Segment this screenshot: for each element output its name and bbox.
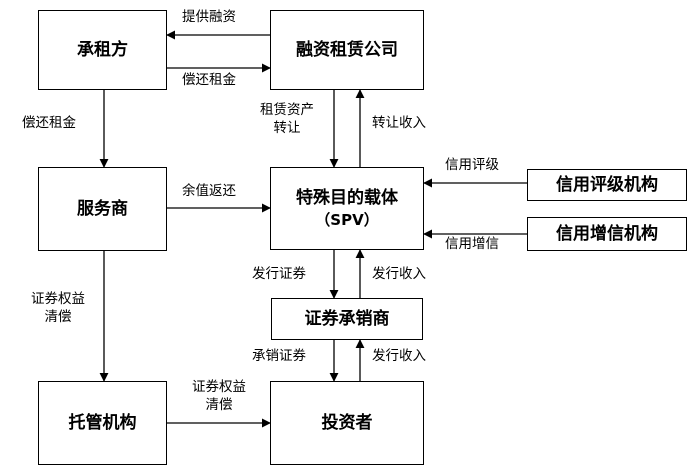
label-repay-rent-left: 偿还租金	[22, 115, 76, 131]
label-credit-rating: 信用评级	[445, 157, 499, 173]
box-servicer: 服务商	[38, 167, 167, 251]
box-rating-agency: 信用评级机构	[527, 169, 687, 201]
servicer-label: 服务商	[77, 198, 128, 219]
spv-label: 特殊目的载体	[296, 187, 398, 208]
box-leasing-company: 融资租赁公司	[270, 10, 424, 90]
box-investor: 投资者	[270, 381, 424, 465]
label-provide-financing: 提供融资	[182, 9, 236, 25]
spv-sub-label: （SPV）	[315, 210, 379, 229]
label-issue-income-lower: 发行收入	[372, 348, 426, 364]
label-securities-settle-bottom: 证券权益 清偿	[181, 379, 257, 414]
label-asset-transfer: 租赁资产 转让	[251, 102, 323, 137]
credit-enhancer-label: 信用增信机构	[556, 223, 658, 244]
leasing-company-label: 融资租赁公司	[296, 39, 398, 60]
box-spv: 特殊目的载体 （SPV）	[270, 167, 424, 250]
label-residual-return: 余值返还	[182, 183, 236, 199]
label-securities-settle-bottom-line1: 证券权益	[192, 379, 246, 395]
label-securities-settle-left-line1: 证券权益	[31, 291, 85, 307]
label-asset-transfer-line1: 租赁资产	[260, 102, 314, 118]
box-custodian: 托管机构	[38, 381, 167, 465]
lessee-label: 承租方	[77, 39, 128, 60]
box-credit-enhancer: 信用增信机构	[527, 217, 687, 251]
label-repay-rent-top: 偿还租金	[182, 72, 236, 88]
custodian-label: 托管机构	[68, 412, 137, 433]
label-credit-enhancement: 信用增信	[445, 236, 499, 252]
label-securities-settle-left-line2: 清偿	[44, 308, 72, 325]
rating-agency-label: 信用评级机构	[556, 174, 658, 195]
label-issue-income-upper: 发行收入	[372, 266, 426, 282]
label-underwrite-securities: 承销证券	[252, 348, 306, 364]
investor-label: 投资者	[321, 412, 373, 433]
label-issue-securities: 发行证券	[252, 266, 306, 282]
label-asset-transfer-line2: 转让	[273, 119, 301, 136]
underwriter-label: 证券承销商	[304, 308, 390, 329]
label-transfer-income: 转让收入	[372, 115, 426, 131]
box-lessee: 承租方	[38, 10, 167, 90]
label-securities-settle-bottom-line2: 清偿	[205, 396, 233, 413]
box-underwriter: 证券承销商	[271, 298, 423, 340]
label-securities-settle-left: 证券权益 清偿	[22, 291, 94, 326]
